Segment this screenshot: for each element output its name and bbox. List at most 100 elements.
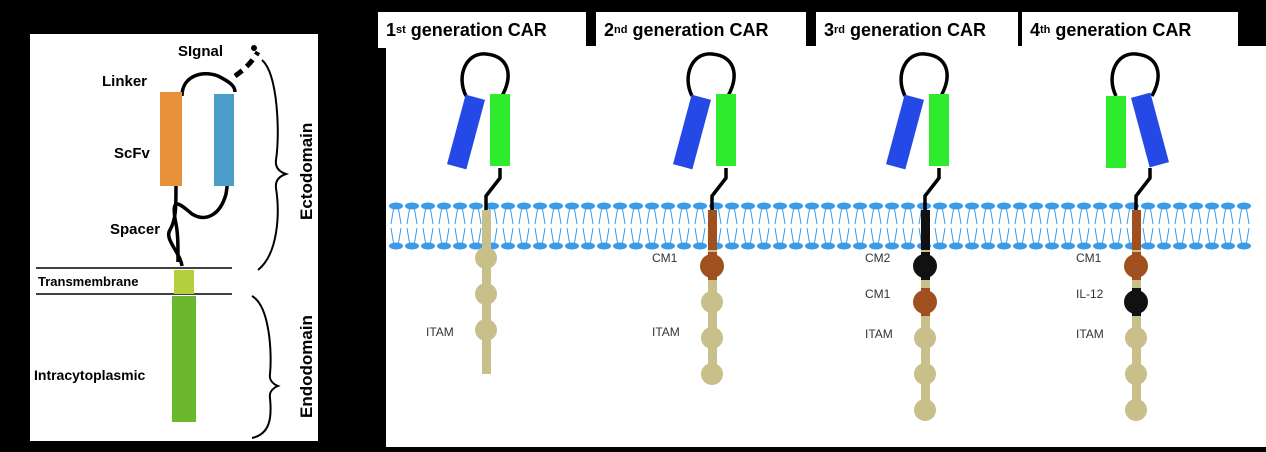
lipid-head — [565, 202, 579, 210]
il12-label: IL-12 — [1076, 287, 1104, 301]
lipid-head — [741, 242, 755, 250]
lipid-head — [581, 202, 595, 210]
transmembrane-segment — [1132, 210, 1141, 250]
lipid-head — [1013, 202, 1027, 210]
panel-b-letter: B — [346, 16, 361, 41]
lipid-head — [1221, 242, 1235, 250]
lipid-head — [1061, 242, 1075, 250]
lipid-head — [661, 202, 675, 210]
lipid-head — [853, 242, 867, 250]
cm2-domain — [913, 254, 937, 278]
itam-label: ITAM — [1076, 327, 1104, 341]
spacer-label: Spacer — [110, 221, 160, 238]
spacer-line — [710, 168, 728, 214]
linker-top — [180, 72, 237, 97]
cm1-label: CM1 — [1076, 251, 1102, 265]
itam-motif — [475, 319, 497, 341]
lipid-head — [1045, 202, 1059, 210]
blue-domain — [673, 94, 711, 170]
lipid-head — [1221, 202, 1235, 210]
lipid-head — [757, 242, 771, 250]
signal-dot — [251, 45, 257, 51]
lipid-head — [501, 202, 515, 210]
transmembrane-segment — [708, 210, 717, 250]
lipid-head — [837, 242, 851, 250]
lipid-head — [1237, 202, 1251, 210]
itam-motif — [701, 327, 723, 349]
lipid-head — [613, 202, 627, 210]
spacer-line — [166, 183, 184, 267]
cm1-label: CM1 — [652, 251, 678, 265]
lipid-head — [661, 242, 675, 250]
linker-loop — [686, 52, 736, 97]
transmembrane-segment — [482, 210, 491, 250]
lipid-head — [773, 202, 787, 210]
lipid-head — [933, 202, 947, 210]
cm1-label: CM1 — [865, 287, 891, 301]
itam-motif — [914, 327, 936, 349]
lipid-head — [1045, 242, 1059, 250]
lipid-head — [597, 242, 611, 250]
cm1-domain — [913, 290, 937, 314]
lipid-head — [1157, 242, 1171, 250]
lipid-head — [981, 242, 995, 250]
lipid-head — [853, 202, 867, 210]
lipid-head — [517, 242, 531, 250]
lipid-head — [1013, 242, 1027, 250]
green-domain — [929, 94, 949, 166]
lipid-head — [549, 242, 563, 250]
lipid-head — [901, 242, 915, 250]
blue-domain — [886, 94, 924, 170]
green-domain — [1106, 96, 1126, 168]
lipid-head — [1093, 202, 1107, 210]
lipid-head — [869, 242, 883, 250]
itam-motif — [1125, 363, 1147, 385]
lipid-bilayer — [389, 202, 1251, 250]
itam-motif — [1125, 399, 1147, 421]
linker-loop — [899, 52, 949, 97]
lipid-head — [773, 242, 787, 250]
scfv-orange-segment — [160, 92, 182, 186]
lipid-head — [629, 242, 643, 250]
lipid-head — [1141, 202, 1155, 210]
lipid-head — [469, 202, 483, 210]
lipid-head — [1173, 242, 1187, 250]
lipid-head — [693, 202, 707, 210]
lipid-head — [885, 242, 899, 250]
blue-domain — [447, 94, 485, 170]
itam-motif — [701, 363, 723, 385]
lipid-head — [437, 202, 451, 210]
lipid-head — [389, 242, 403, 250]
itam-motif — [914, 363, 936, 385]
lipid-head — [389, 202, 403, 210]
lipid-head — [693, 242, 707, 250]
lipid-head — [677, 242, 691, 250]
linker-loop — [172, 179, 230, 263]
transmembrane-segment — [921, 210, 930, 250]
lipid-head — [437, 242, 451, 250]
lipid-head — [949, 202, 963, 210]
lipid-head — [869, 202, 883, 210]
car-receptor-gen-1: ITAM — [426, 52, 510, 374]
blue-domain — [1131, 92, 1169, 168]
transmembrane-label: Transmembrane — [38, 274, 138, 289]
lipid-head — [1093, 242, 1107, 250]
scfv-blue-segment — [214, 94, 234, 186]
lipid-head — [421, 202, 435, 210]
lipid-head — [789, 242, 803, 250]
spacer-line — [1134, 168, 1152, 214]
lipid-head — [453, 202, 467, 210]
lipid-head — [805, 202, 819, 210]
lipid-head — [981, 202, 995, 210]
lipid-head — [1109, 202, 1123, 210]
lipid-head — [1205, 242, 1219, 250]
lipid-head — [645, 242, 659, 250]
lipid-head — [517, 202, 531, 210]
lipid-head — [1189, 202, 1203, 210]
